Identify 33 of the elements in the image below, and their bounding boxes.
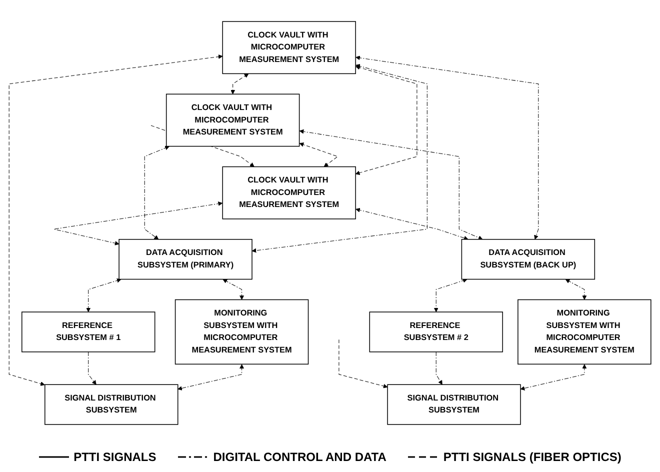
arrow [434,278,468,312]
node-box: CLOCK VAULT WITH MICROCOMPUTER MEASUREMENT SYSTEM [222,21,356,74]
legend-label: DIGITAL CONTROL AND DATA [213,450,386,464]
arrow [299,129,483,240]
arrow [338,339,388,388]
node-box: REFERENCE SUBSYSTEM # 1 [22,312,156,352]
arrow [436,352,442,385]
arrow [86,278,122,312]
node-box: DATA ACQUISITION SUBSYSTEM (PRIMARY) [118,238,252,280]
arrow [252,64,428,253]
node-box: REFERENCE SUBSYSTEM # 2 [369,312,503,352]
node-box: CLOCK VAULT WITH MICROCOMPUTER MEASUREMENT SYSTEM [166,94,300,147]
arrow [144,146,170,240]
node-box: CLOCK VAULT WITH MICROCOMPUTER MEASUREMENT SYSTEM [222,166,356,220]
legend-label: PTTI SIGNALS [74,450,156,464]
node-box: SIGNAL DISTRIBUTION SUBSYSTEM [44,384,178,425]
arrow [356,56,539,240]
node-box: MONITORING SUBSYSTEM WITH MICROCOMPUTER MEASUREMENT SYSTEM [518,299,652,365]
arrow [565,279,587,300]
arrow [520,364,587,390]
node-box: MONITORING SUBSYSTEM WITH MICROCOMPUTER MEASUREMENT SYSTEM [174,299,309,365]
arrow [8,54,223,386]
arrow [88,352,96,385]
arrow [355,65,418,175]
arrow [54,202,223,246]
arrow [230,74,249,94]
node-box: SIGNAL DISTRIBUTION SUBSYSTEM [387,384,521,425]
arrow [222,279,244,300]
node-box: DATA ACQUISITION SUBSYSTEM (BACK UP) [461,238,596,280]
arrow [356,208,468,240]
arrow [178,364,244,390]
arrow [299,142,338,167]
legend-label: PTTI SIGNALS (FIBER OPTICS) [443,450,622,464]
